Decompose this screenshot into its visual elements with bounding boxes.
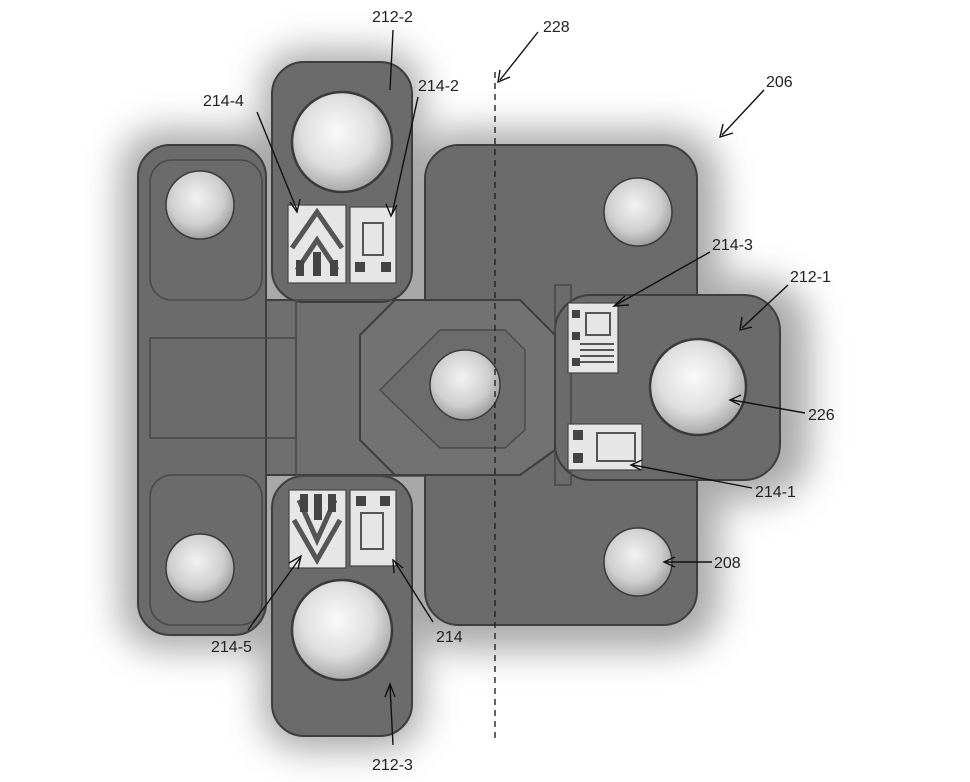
hole-left-bottom <box>165 533 235 603</box>
hole-right-bottom-208 <box>603 527 673 597</box>
label-214-1: 214-1 <box>755 484 796 501</box>
label-214: 214 <box>436 629 463 646</box>
label-226: 226 <box>808 407 835 424</box>
gauge-214-5 <box>288 489 347 569</box>
hole-bottom <box>290 578 394 682</box>
inner-panels <box>149 159 572 626</box>
hole-center <box>429 349 501 421</box>
left-pad <box>137 144 267 636</box>
gauge-214-2 <box>349 206 397 284</box>
label-228: 228 <box>543 19 570 36</box>
label-214-3: 214-3 <box>712 237 753 254</box>
gauge-214 <box>349 489 397 567</box>
holes <box>165 90 748 682</box>
gauge-214-4 <box>287 204 347 284</box>
hole-left-top <box>165 170 235 240</box>
label-214-5: 214-5 <box>211 639 252 656</box>
label-214-2: 214-2 <box>418 78 459 95</box>
label-212-2: 212-2 <box>372 9 413 26</box>
strain-gauges <box>287 204 643 569</box>
leader-lines <box>247 29 806 746</box>
hole-right-arm-226 <box>648 337 748 437</box>
gauge-214-1 <box>567 423 643 471</box>
label-214-4: 214-4 <box>203 93 244 110</box>
label-208: 208 <box>714 555 741 572</box>
hole-right-top <box>603 177 673 247</box>
gauge-214-3 <box>567 302 619 374</box>
label-212-1: 212-1 <box>790 269 831 286</box>
label-212-3: 212-3 <box>372 757 413 774</box>
label-206: 206 <box>766 74 793 91</box>
hole-top <box>290 90 394 194</box>
reference-labels: 212-2 228 206 214-4 214-2 214-3 212-1 22… <box>203 9 835 774</box>
